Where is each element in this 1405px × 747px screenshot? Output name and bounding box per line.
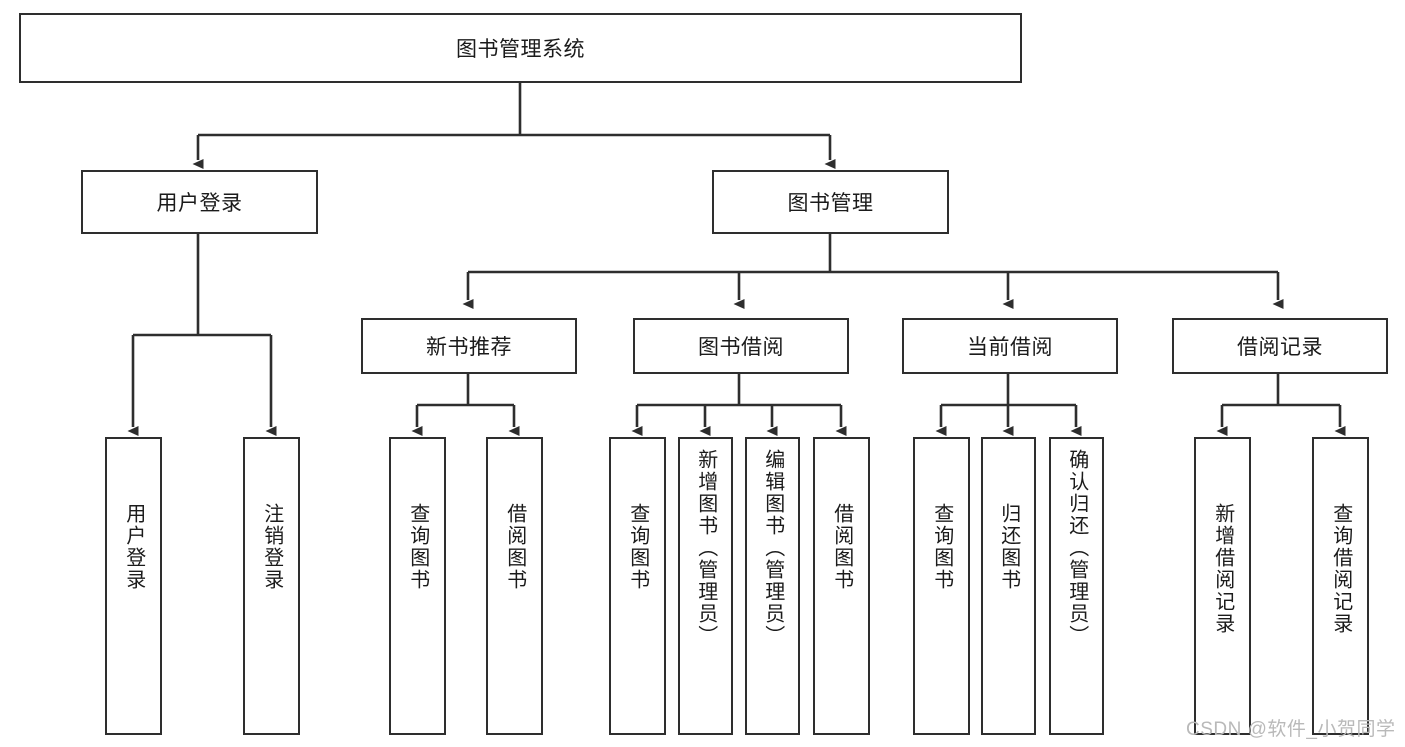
node-new-book-recommend[interactable]: 新书推荐 bbox=[361, 318, 577, 374]
node-label: 查询图书 bbox=[406, 503, 429, 591]
leaf-confirm-return-admin[interactable]: 确认归还（管理员） bbox=[1049, 437, 1104, 735]
leaf-add-borrow-record[interactable]: 新增借阅记录 bbox=[1194, 437, 1251, 735]
leaf-user-login[interactable]: 用户登录 bbox=[105, 437, 162, 735]
node-label: 查询图书 bbox=[930, 503, 953, 591]
node-label: 归还图书 bbox=[997, 503, 1020, 591]
leaf-borrow-book-recommend[interactable]: 借阅图书 bbox=[486, 437, 543, 735]
node-label: 新增借阅记录 bbox=[1211, 503, 1234, 635]
node-label: 确认归还（管理员） bbox=[1065, 449, 1088, 647]
leaf-query-book-borrow[interactable]: 查询图书 bbox=[609, 437, 666, 735]
node-label: 图书管理 bbox=[787, 192, 874, 215]
node-label: 编辑图书（管理员） bbox=[761, 449, 784, 647]
node-book-management[interactable]: 图书管理 bbox=[712, 170, 949, 234]
leaf-query-borrow-record[interactable]: 查询借阅记录 bbox=[1312, 437, 1369, 735]
node-label: 借阅图书 bbox=[503, 503, 526, 591]
node-label: 借阅记录 bbox=[1237, 336, 1323, 359]
watermark: CSDN @软件_小贺同学 bbox=[1186, 719, 1396, 740]
leaf-add-book-admin[interactable]: 新增图书（管理员） bbox=[678, 437, 733, 735]
node-user-login[interactable]: 用户登录 bbox=[81, 170, 318, 234]
node-borrow-record[interactable]: 借阅记录 bbox=[1172, 318, 1388, 374]
node-label: 当前借阅 bbox=[967, 336, 1053, 359]
node-label: 查询图书 bbox=[626, 503, 649, 591]
node-root-system[interactable]: 图书管理系统 bbox=[19, 13, 1022, 83]
node-label: 用户登录 bbox=[122, 503, 145, 591]
node-current-borrow[interactable]: 当前借阅 bbox=[902, 318, 1118, 374]
node-label: 注销登录 bbox=[260, 503, 283, 591]
node-label: 用户登录 bbox=[156, 192, 243, 215]
node-label: 新增图书（管理员） bbox=[694, 449, 717, 647]
node-label: 图书借阅 bbox=[698, 336, 784, 359]
node-label: 图书管理系统 bbox=[456, 38, 585, 61]
leaf-borrow-book[interactable]: 借阅图书 bbox=[813, 437, 870, 735]
leaf-query-book-current[interactable]: 查询图书 bbox=[913, 437, 970, 735]
leaf-query-book-recommend[interactable]: 查询图书 bbox=[389, 437, 446, 735]
leaf-return-book[interactable]: 归还图书 bbox=[981, 437, 1036, 735]
leaf-logout[interactable]: 注销登录 bbox=[243, 437, 300, 735]
node-book-borrow[interactable]: 图书借阅 bbox=[633, 318, 849, 374]
leaf-edit-book-admin[interactable]: 编辑图书（管理员） bbox=[745, 437, 800, 735]
node-label: 查询借阅记录 bbox=[1329, 503, 1352, 635]
node-label: 新书推荐 bbox=[426, 336, 512, 359]
node-label: 借阅图书 bbox=[830, 503, 853, 591]
